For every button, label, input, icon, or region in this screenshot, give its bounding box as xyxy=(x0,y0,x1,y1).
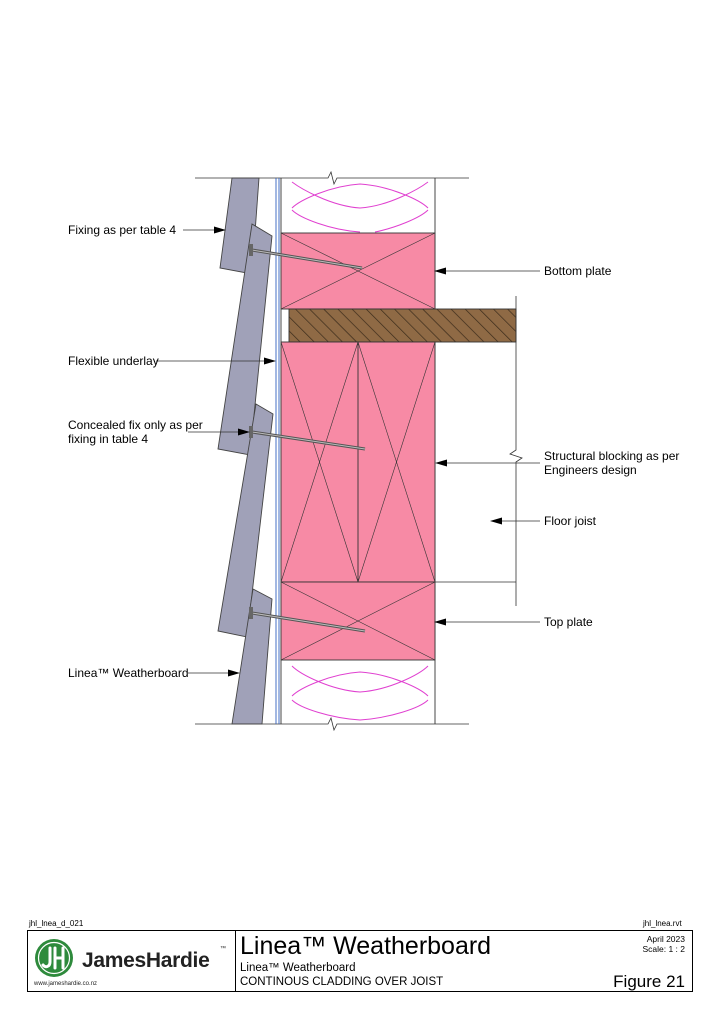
label-concealed-fix-2: fixing in table 4 xyxy=(68,432,149,446)
label-bottom-plate: Bottom plate xyxy=(544,264,612,278)
drawing-subtitle: Linea™ Weatherboard xyxy=(240,962,356,974)
break-lines xyxy=(195,170,469,732)
label-flexible-underlay: Flexible underlay xyxy=(68,354,159,368)
brand-tm: ™ xyxy=(220,946,226,952)
drawing-title: Linea™ Weatherboard xyxy=(240,932,492,960)
drawing-ref: jhl_lnea_d_021 xyxy=(29,919,84,928)
label-floor-joist: Floor joist xyxy=(544,514,597,528)
floor-joist xyxy=(288,308,517,343)
label-weatherboard: Linea™ Weatherboard xyxy=(68,666,189,680)
bottom-plate xyxy=(280,232,436,310)
weatherboards xyxy=(217,177,274,725)
structural-blocking xyxy=(280,341,436,583)
insulation-top xyxy=(291,181,429,233)
insulation-bottom xyxy=(291,665,429,721)
label-structural-blocking-2: Engineers design xyxy=(544,463,637,477)
leaders xyxy=(156,226,540,677)
label-structural-blocking-1: Structural blocking as per xyxy=(544,449,680,463)
website: www.jameshardie.co.nz xyxy=(34,981,98,987)
drawing-scale: Scale: 1 : 2 xyxy=(642,944,685,954)
flexible-underlay xyxy=(275,178,280,724)
drawing-description: CONTINOUS CLADDING OVER JOIST xyxy=(240,976,444,988)
figure-number: Figure 21 xyxy=(613,972,685,991)
brand-name: JamesHardie xyxy=(82,949,210,972)
label-fixing: Fixing as per table 4 xyxy=(68,223,177,237)
title-block-divider xyxy=(235,931,236,991)
joist-extent-line xyxy=(435,296,523,606)
jh-logo-icon xyxy=(35,939,73,977)
james-hardie-logo: JamesHardie ™ xyxy=(32,936,232,980)
title-block: JamesHardie ™ www.jameshardie.co.nz Line… xyxy=(27,930,693,992)
label-concealed-fix-1: Concealed fix only as per xyxy=(68,418,203,432)
label-top-plate: Top plate xyxy=(544,615,593,629)
nails xyxy=(249,244,366,633)
file-ref: jhl_lnea.rvt xyxy=(643,919,682,928)
drawing-date: April 2023 xyxy=(646,934,685,944)
